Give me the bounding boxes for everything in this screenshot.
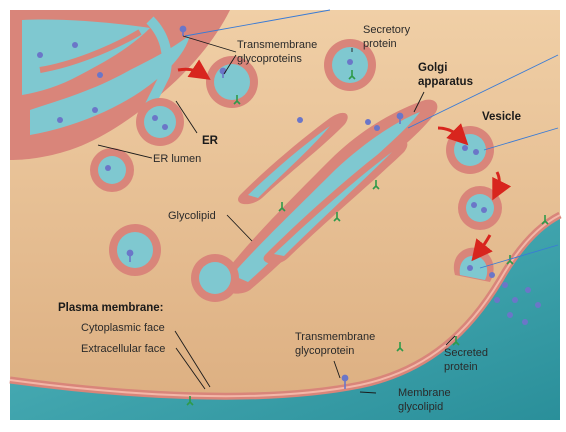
black-leader-lines	[97, 35, 456, 394]
golgi-vesicles	[191, 126, 502, 302]
label-transmembrane-glycoprotein-1: Transmembrane	[295, 331, 375, 343]
er-vesicles	[90, 98, 184, 276]
blue-leader-lines	[184, 9, 559, 269]
label-cytoplasmic-face: Cytoplasmic face	[81, 322, 165, 334]
lumen-proteins	[37, 42, 487, 271]
secreted-proteins	[489, 272, 541, 325]
label-vesicle: Vesicle	[482, 111, 521, 123]
label-er-lumen: ER lumen	[153, 153, 201, 165]
label-secretory-protein-1: Secretory	[363, 24, 411, 36]
label-golgi-1: Golgi	[418, 62, 447, 74]
label-extracellular-face: Extracellular face	[81, 343, 165, 355]
label-secreted-protein-2: protein	[444, 361, 478, 373]
label-secreted-protein-1: Secreted	[444, 347, 488, 359]
endoplasmic-reticulum	[10, 10, 230, 160]
label-secretory-protein-2: protein	[363, 38, 397, 50]
label-glycolipid: Glycolipid	[168, 210, 216, 222]
label-plasma-membrane: Plasma membrane:	[58, 302, 163, 314]
glycan-branches	[186, 70, 549, 406]
transport-arrows	[177, 59, 512, 262]
golgi-apparatus	[219, 99, 438, 294]
label-transmembrane-glycoprotein-2: glycoprotein	[295, 345, 354, 357]
secretory-vesicle-top	[206, 39, 376, 108]
label-transmembrane-glycoproteins-2: glycoproteins	[237, 53, 302, 65]
extracellular-space	[10, 215, 560, 420]
label-transmembrane-glycoproteins-1: Transmembrane	[237, 39, 317, 51]
label-er: ER	[202, 135, 219, 147]
label-membrane-glycolipid-1: Membrane	[398, 387, 451, 399]
label-golgi-2: apparatus	[418, 76, 473, 88]
label-membrane-glycolipid-2: glycolipid	[398, 401, 443, 413]
